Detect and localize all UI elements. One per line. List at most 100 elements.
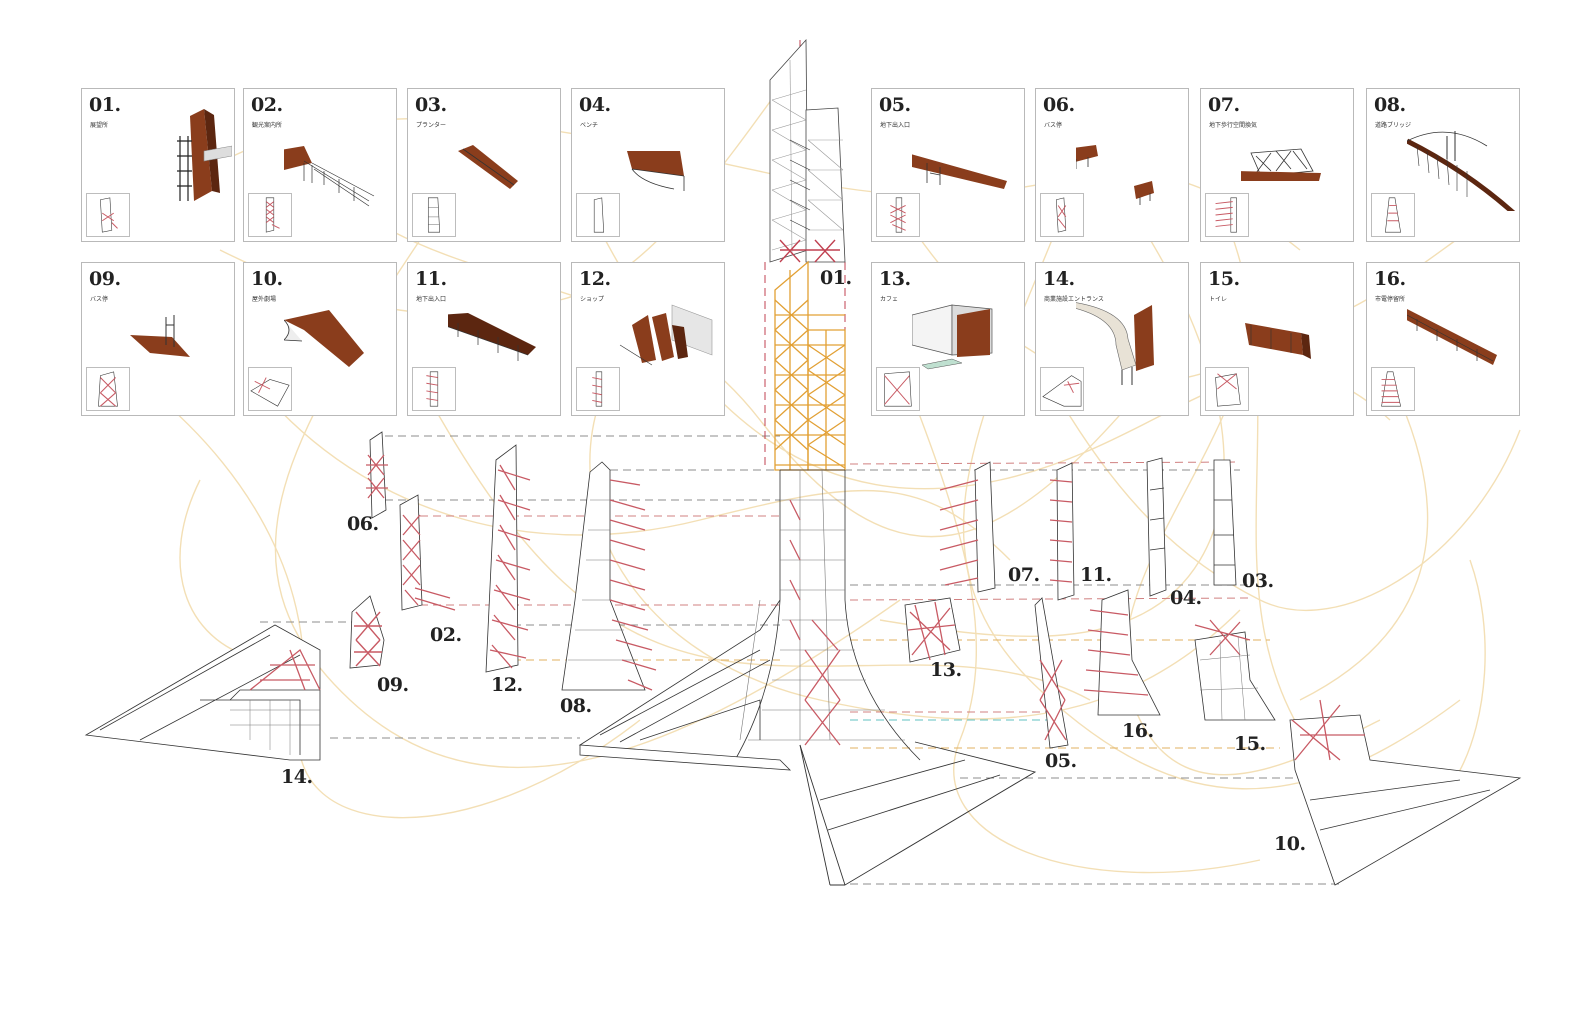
card-caption: 観光案内所 <box>252 122 283 129</box>
card-caption: バス停 <box>1044 122 1063 129</box>
card-number: 16. <box>1374 268 1406 290</box>
card-06: 06. バス停 <box>1035 88 1189 242</box>
element-07 <box>939 461 996 593</box>
tower-top-segment <box>769 38 846 263</box>
thumbnail <box>1371 367 1415 411</box>
element-04 <box>1146 457 1167 597</box>
element-09 <box>349 595 385 669</box>
thumbnail <box>248 193 292 237</box>
tower-lower-segment <box>578 469 921 771</box>
card-09: 09. バス停 <box>81 262 235 416</box>
card-10: 10. 屋外劇場 <box>243 262 397 416</box>
thumbnail <box>876 193 920 237</box>
element-16 <box>1083 589 1161 716</box>
card-07: 07. 地下歩行空間換気 <box>1200 88 1354 242</box>
element-12 <box>485 444 531 673</box>
card-08: 08. 道路ブリッジ <box>1366 88 1520 242</box>
label-16: 16. <box>1122 720 1154 742</box>
thumbnail <box>412 193 456 237</box>
model-render <box>1407 309 1497 365</box>
card-15: 15. トイレ <box>1200 262 1354 416</box>
card-caption: ショップ <box>580 296 605 303</box>
model-render <box>1076 302 1154 385</box>
card-01: 01. 展望所 <box>81 88 235 242</box>
card-caption: トイレ <box>1209 296 1228 303</box>
thumbnail <box>576 193 620 237</box>
label-08: 08. <box>560 695 592 717</box>
label-06: 06. <box>347 513 379 535</box>
thumbnail <box>1040 367 1084 411</box>
card-04: 04. ベンチ <box>571 88 725 242</box>
model-render <box>284 310 364 367</box>
card-caption: 地下出入口 <box>880 122 911 129</box>
card-number: 01. <box>89 94 121 116</box>
element-11 <box>1049 462 1075 601</box>
element-03 <box>1213 459 1237 586</box>
label-13: 13. <box>930 659 962 681</box>
card-caption: 道路ブリッジ <box>1375 122 1412 129</box>
label-09: 09. <box>377 674 409 696</box>
element-05 <box>1034 597 1069 749</box>
card-caption: 地下出入口 <box>416 296 447 303</box>
card-03: 03. プランター <box>407 88 561 242</box>
card-13: 13. カフェ <box>871 262 1025 416</box>
card-number: 02. <box>251 94 283 116</box>
model-render <box>1076 145 1154 205</box>
thumbnail <box>1040 193 1084 237</box>
card-number: 04. <box>579 94 611 116</box>
model-render <box>284 146 375 207</box>
thumbnail <box>248 367 292 411</box>
card-number: 10. <box>251 268 283 290</box>
card-11: 11. 地下出入口 <box>407 262 561 416</box>
element-02 <box>399 494 456 611</box>
card-number: 06. <box>1043 94 1075 116</box>
label-01: 01. <box>820 267 852 289</box>
card-14: 14. 商業施設エントランス <box>1035 262 1189 416</box>
card-number: 05. <box>879 94 911 116</box>
card-caption: 地下歩行空間換気 <box>1209 122 1258 129</box>
model-render <box>458 145 518 189</box>
card-number: 09. <box>89 268 121 290</box>
thumbnail <box>1371 193 1415 237</box>
element-15 <box>1194 619 1276 721</box>
card-number: 11. <box>415 268 447 290</box>
element-08 <box>561 461 657 691</box>
card-number: 03. <box>415 94 447 116</box>
thumbnail <box>86 193 130 237</box>
thumbnail <box>412 367 456 411</box>
card-caption: 展望所 <box>90 122 109 129</box>
label-04: 04. <box>1170 587 1202 609</box>
label-11: 11. <box>1080 564 1112 586</box>
element-13 <box>904 597 961 663</box>
card-number: 13. <box>879 268 911 290</box>
card-number: 07. <box>1208 94 1240 116</box>
card-05: 05. 地下出入口 <box>871 88 1025 242</box>
card-caption: ベンチ <box>580 122 599 129</box>
model-render <box>619 304 713 366</box>
card-caption: プランター <box>416 122 447 129</box>
label-12: 12. <box>491 674 523 696</box>
thumbnail <box>1205 193 1249 237</box>
model-render <box>912 304 993 370</box>
card-number: 14. <box>1043 268 1075 290</box>
card-caption: 商業施設エントランス <box>1044 296 1104 303</box>
thumbnail <box>1205 367 1249 411</box>
tower-middle-segment <box>774 260 846 471</box>
label-10: 10. <box>1274 833 1306 855</box>
label-02: 02. <box>430 624 462 646</box>
tower-base-plinth <box>799 741 1037 886</box>
card-number: 15. <box>1208 268 1240 290</box>
thumbnail <box>876 367 920 411</box>
model-render <box>912 154 1007 189</box>
card-caption: 屋外劇場 <box>252 296 277 303</box>
model-render <box>448 313 536 361</box>
label-03: 03. <box>1242 570 1274 592</box>
tower-red-bracing <box>789 499 841 746</box>
label-07: 07. <box>1008 564 1040 586</box>
card-02: 02. 観光案内所 <box>243 88 397 242</box>
card-caption: バス停 <box>90 296 109 303</box>
element-06 <box>366 431 388 519</box>
